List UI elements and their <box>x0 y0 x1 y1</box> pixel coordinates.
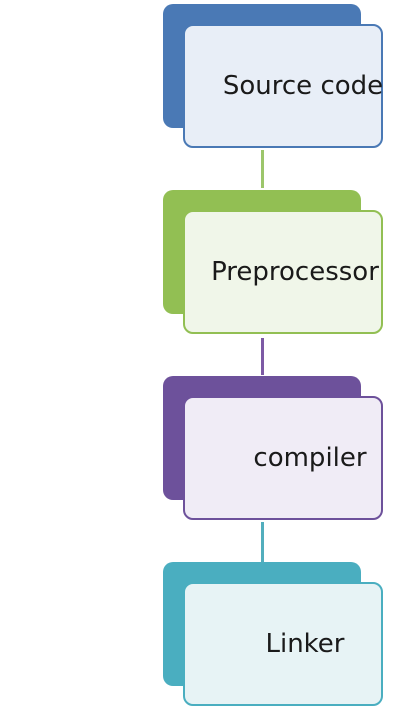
step-box: Preprocessor <box>183 210 383 334</box>
step-box: Source code <box>183 24 383 148</box>
step-preprocessor: Preprocessor <box>163 190 387 340</box>
step-label: Linker <box>265 629 345 659</box>
step-box: Linker <box>183 582 383 706</box>
step-linker: Linker <box>163 562 387 712</box>
step-source-code: Source code <box>163 4 387 154</box>
step-box: compiler <box>183 396 383 520</box>
step-label: Preprocessor <box>211 257 379 287</box>
step-label: compiler <box>253 443 367 473</box>
step-label: Source code <box>222 71 384 101</box>
connector-2 <box>261 338 264 375</box>
connector-1 <box>261 150 264 188</box>
step-compiler: compiler <box>163 376 387 526</box>
connector-3 <box>261 522 264 562</box>
